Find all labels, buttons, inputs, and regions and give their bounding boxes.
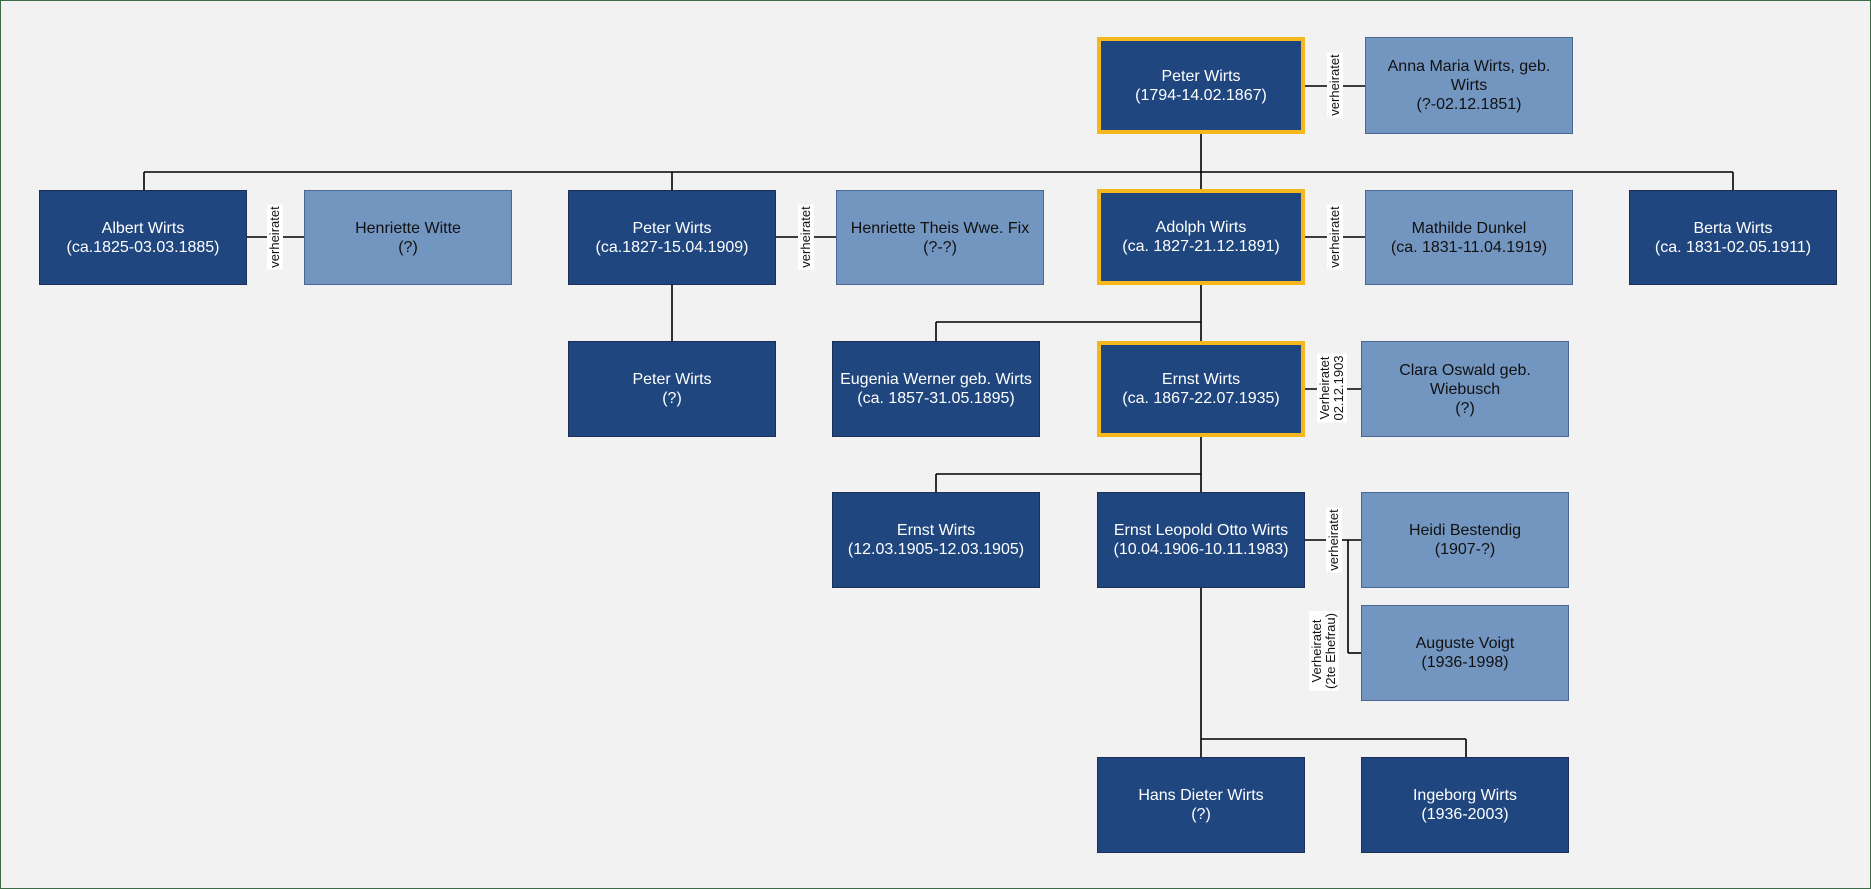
- person-dates: (1794-14.02.1867): [1135, 86, 1267, 104]
- person-name: Henriette Theis Wwe. Fix: [850, 219, 1030, 237]
- relation-label: verheiratet: [1327, 204, 1343, 270]
- person-name: Ernst Leopold Otto Wirts: [1113, 522, 1289, 539]
- person-mathilde-dunkel[interactable]: Mathilde Dunkel (ca. 1831-11.04.1919): [1365, 190, 1573, 285]
- person-name: Hans Dieter Wirts: [1138, 787, 1264, 804]
- person-ernst-wirts-1905[interactable]: Ernst Wirts (12.03.1905-12.03.1905): [832, 492, 1040, 588]
- person-name: Peter Wirts: [632, 371, 712, 388]
- person-peter-wirts-1827[interactable]: Peter Wirts (ca.1827-15.04.1909): [568, 190, 776, 285]
- relation-label: verheiratet: [798, 204, 814, 270]
- relation-label: Verheiratet (2te Ehefrau): [1309, 611, 1339, 691]
- person-name: Eugenia Werner geb. Wirts: [840, 371, 1032, 388]
- person-name: Berta Wirts: [1693, 219, 1773, 237]
- person-adolph-wirts[interactable]: Adolph Wirts (ca. 1827-21.12.1891): [1097, 189, 1305, 285]
- person-ernst-leopold-otto-wirts[interactable]: Ernst Leopold Otto Wirts (10.04.1906-10.…: [1097, 492, 1305, 588]
- relation-label: verheiratet: [1327, 52, 1343, 118]
- person-name: Ernst Wirts: [896, 522, 976, 539]
- person-peter-wirts-child[interactable]: Peter Wirts (?): [568, 341, 776, 437]
- person-anna-maria-wirts[interactable]: Anna Maria Wirts, geb. Wirts (?-02.12.18…: [1365, 37, 1573, 134]
- person-dates: (ca. 1831-11.04.1919): [1390, 238, 1548, 256]
- person-ingeborg-wirts[interactable]: Ingeborg Wirts (1936-2003): [1361, 757, 1569, 853]
- person-dates: (ca. 1831-02.05.1911): [1654, 238, 1812, 256]
- person-dates: (10.04.1906-10.11.1983): [1113, 541, 1289, 558]
- person-ernst-wirts-1867[interactable]: Ernst Wirts (ca. 1867-22.07.1935): [1097, 341, 1305, 437]
- person-name: Anna Maria Wirts, geb. Wirts: [1387, 58, 1551, 94]
- person-dates: (1907-?): [1434, 541, 1496, 558]
- person-dates: (?): [398, 238, 418, 256]
- person-dates: (12.03.1905-12.03.1905): [847, 541, 1025, 558]
- person-heidi-bestendig[interactable]: Heidi Bestendig (1907-?): [1361, 492, 1569, 588]
- person-dates: (ca. 1857-31.05.1895): [857, 390, 1015, 407]
- person-clara-oswald[interactable]: Clara Oswald geb. Wiebusch (?): [1361, 341, 1569, 437]
- person-berta-wirts[interactable]: Berta Wirts (ca. 1831-02.05.1911): [1629, 190, 1837, 285]
- relation-label: verheiratet: [1326, 507, 1342, 573]
- person-name: Adolph Wirts: [1155, 219, 1247, 236]
- person-name: Mathilde Dunkel: [1411, 219, 1527, 237]
- relation-label: verheiratet: [267, 204, 283, 270]
- person-henriette-witte[interactable]: Henriette Witte (?): [304, 190, 512, 285]
- person-dates: (1936-1998): [1421, 654, 1509, 671]
- person-eugenia-werner[interactable]: Eugenia Werner geb. Wirts (ca. 1857-31.0…: [832, 341, 1040, 437]
- person-name: Ingeborg Wirts: [1412, 787, 1518, 804]
- person-name: Auguste Voigt: [1415, 635, 1515, 652]
- person-name: Ernst Wirts: [1161, 371, 1241, 388]
- person-dates: (ca. 1827-21.12.1891): [1122, 238, 1280, 255]
- person-dates: (?-?): [923, 238, 957, 256]
- person-henriette-theis[interactable]: Henriette Theis Wwe. Fix (?-?): [836, 190, 1044, 285]
- person-dates: (ca.1827-15.04.1909): [595, 238, 749, 256]
- person-auguste-voigt[interactable]: Auguste Voigt (1936-1998): [1361, 605, 1569, 701]
- person-dates: (ca.1825-03.03.1885): [66, 238, 220, 256]
- person-hans-dieter-wirts[interactable]: Hans Dieter Wirts (?): [1097, 757, 1305, 853]
- person-name: Clara Oswald geb. Wiebusch: [1399, 361, 1531, 398]
- person-albert-wirts[interactable]: Albert Wirts (ca.1825-03.03.1885): [39, 190, 247, 285]
- person-name: Henriette Witte: [355, 219, 461, 237]
- person-dates: (ca. 1867-22.07.1935): [1122, 390, 1280, 407]
- relation-label: Verheiratet 02.12.1903: [1317, 353, 1347, 423]
- person-peter-wirts-1794[interactable]: Peter Wirts (1794-14.02.1867): [1097, 37, 1305, 134]
- person-name: Peter Wirts: [632, 219, 712, 237]
- person-dates: (?): [662, 390, 682, 407]
- person-name: Heidi Bestendig: [1408, 522, 1522, 539]
- person-name: Albert Wirts: [101, 219, 185, 237]
- person-dates: (?): [1455, 399, 1475, 417]
- person-name: Peter Wirts: [1161, 67, 1241, 85]
- person-dates: (1936-2003): [1421, 806, 1509, 823]
- person-dates: (?-02.12.1851): [1416, 96, 1522, 113]
- person-dates: (?): [1191, 806, 1211, 823]
